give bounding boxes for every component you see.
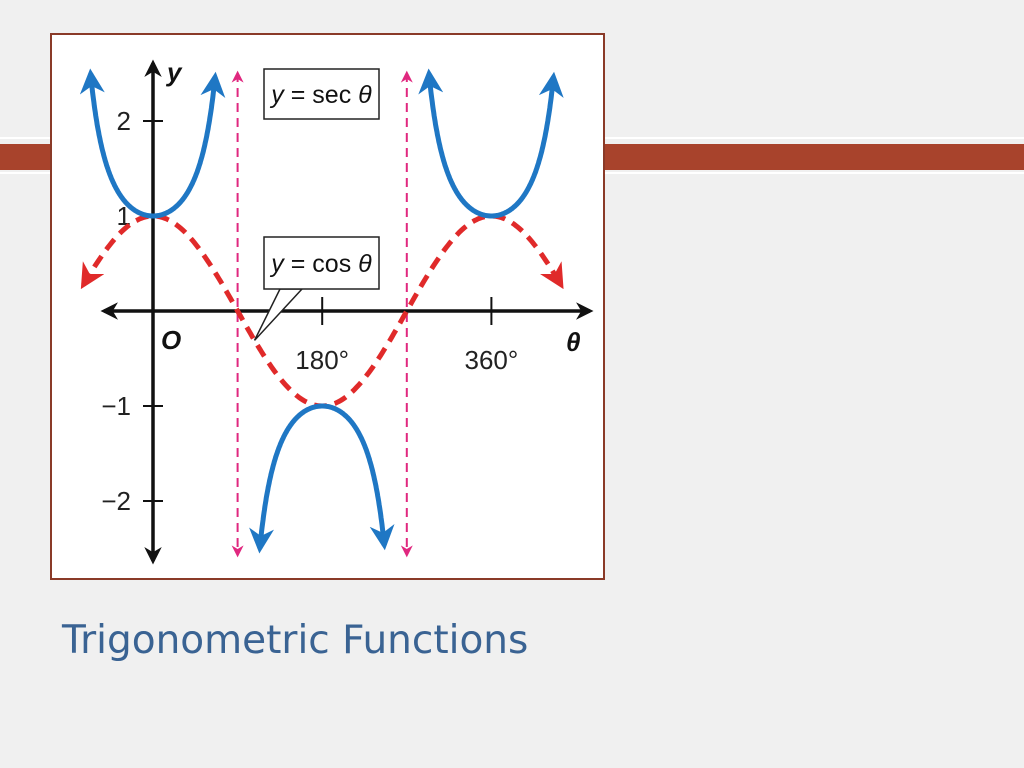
sec-annotation-text: y = sec θ (269, 81, 372, 109)
sec-branch-left (79, 68, 226, 219)
sec-branch-right (418, 68, 564, 219)
accent-bar-right (598, 144, 1024, 170)
y-tick-label: −1 (101, 391, 131, 421)
sec-annotation-box (263, 68, 380, 120)
x-axis-label: θ (566, 327, 581, 357)
x-tick-label: 180° (295, 345, 349, 375)
sec-branch-middle (249, 403, 395, 554)
cos-annotation-pointer (253, 288, 304, 341)
y-axis-label: y (165, 57, 183, 87)
slide-title: Trigonometric Functions (62, 618, 529, 663)
cos-annotation-box (263, 236, 380, 290)
cos-annotation-text: y = cos θ (269, 250, 372, 278)
y-tick-label: 2 (117, 106, 131, 136)
x-tick-label: 360° (465, 345, 519, 375)
origin-label: O (161, 325, 181, 355)
y-tick-label: −2 (101, 486, 131, 516)
